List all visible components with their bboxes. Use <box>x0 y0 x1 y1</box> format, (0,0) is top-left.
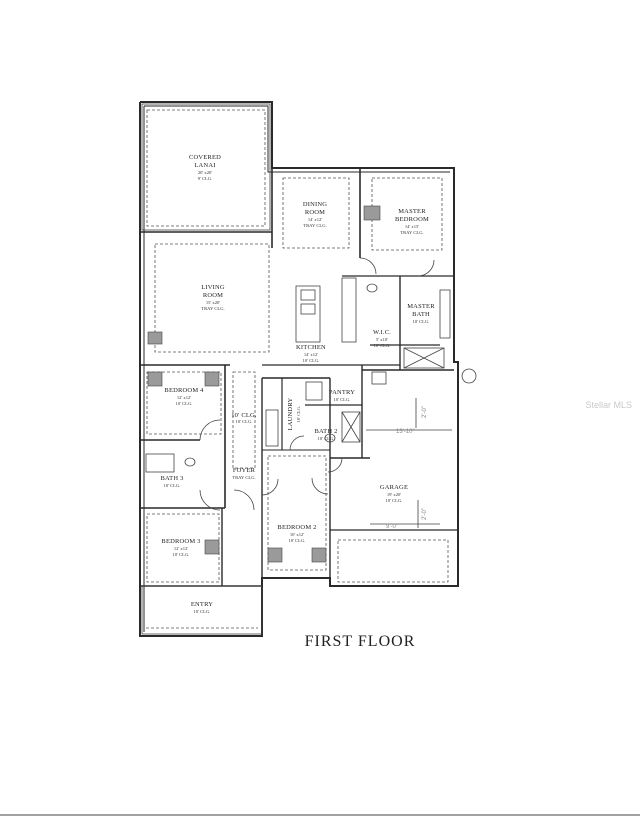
foyer-ceiling: TRAY CLG. <box>232 475 255 480</box>
garage-ceiling: 10' CLG. <box>386 498 403 503</box>
bath2-ceiling: 10' CLG. <box>318 436 335 441</box>
garage-dimensions: 13'-10" 9'-0" 2'-0" 2'-0" <box>366 398 452 530</box>
bath2-label: BATH 2 <box>314 428 337 435</box>
lanai-ceiling: 9' CLG. <box>198 176 213 181</box>
laundry-label: LAUNDRY <box>287 397 294 430</box>
kitchen-island <box>295 277 357 343</box>
dining-label-2: ROOM <box>305 209 325 216</box>
hall-ceiling: 10' CLG. <box>236 419 253 424</box>
garage-depth-1: 2'-0" <box>422 406 428 418</box>
bedroom4-label: BEDROOM 4 <box>164 387 204 394</box>
interior-walls <box>140 168 458 587</box>
master-bedroom-label: MASTER <box>398 208 426 215</box>
master-bath-ceiling: 10' CLG. <box>413 319 430 324</box>
bedroom4-dim: 12' x12' <box>177 395 191 400</box>
master-bath-label: MASTER <box>407 303 435 310</box>
dining-ceiling: TRAY CLG. <box>303 223 326 228</box>
lanai-area <box>141 103 271 231</box>
pantry-ceiling: 10' CLG. <box>334 397 351 402</box>
watermark: Stellar MLS <box>585 400 632 410</box>
garage-width-top: 13'-10" <box>396 429 415 435</box>
living-label-2: ROOM <box>203 292 223 299</box>
lanai-dim: 20' x20' <box>198 170 212 175</box>
living-ceiling: TRAY CLG. <box>201 306 224 311</box>
pantry-label: PANTRY <box>329 389 355 396</box>
wic-ceiling: 10' CLG. <box>374 343 391 348</box>
wic-dim: 5' x10' <box>376 337 388 342</box>
fixtures <box>145 205 477 563</box>
entry-label: ENTRY <box>191 601 213 608</box>
wic-label: W.I.C. <box>373 329 391 336</box>
dining-label: DINING <box>303 201 327 208</box>
laundry-ceiling: 10' CLG. <box>296 406 301 423</box>
bedroom2-label: BEDROOM 2 <box>277 524 316 531</box>
kitchen-label: KITCHEN <box>296 344 326 351</box>
kitchen-ceiling: 10' CLG. <box>303 358 320 363</box>
master-bath-label-2: BATH <box>412 311 430 318</box>
master-bedroom-dim: 14' x15' <box>405 224 419 229</box>
entry-ceiling: 10' CLG. <box>194 609 211 614</box>
garage-width-bottom: 9'-0" <box>386 524 398 530</box>
bedroom3-label: BEDROOM 3 <box>161 538 200 545</box>
entry-porch <box>141 585 263 635</box>
master-bedroom-ceiling: TRAY CLG. <box>400 230 423 235</box>
bedroom2-ceiling: 10' CLG. <box>289 538 306 543</box>
lanai-label-2: LANAI <box>194 162 215 169</box>
bedroom4-ceiling: 10' CLG. <box>176 401 193 406</box>
lanai-label: COVERED <box>189 154 221 161</box>
bedroom3-ceiling: 10' CLG. <box>173 552 190 557</box>
master-bedroom-label-2: BEDROOM <box>395 216 429 223</box>
kitchen-dim: 14' x12' <box>304 352 318 357</box>
ceiling-outlines <box>146 177 449 583</box>
bath3-ceiling: 10' CLG. <box>164 483 181 488</box>
room-labels: COVERED LANAI 20' x20' 9' CLG. DINING RO… <box>160 154 435 614</box>
garage-depth-2: 2'-0" <box>422 508 428 520</box>
bedroom2-dim: 10' x12' <box>290 532 304 537</box>
foyer-label: FOYER <box>233 467 256 474</box>
garage-dim: 19' x20' <box>387 492 401 497</box>
hall-ceiling-label: 10' CLG. <box>231 412 257 419</box>
living-label: LIVING <box>201 284 225 291</box>
garage-label: GARAGE <box>380 484 408 491</box>
floor-title: FIRST FLOOR <box>305 633 416 650</box>
door-swings <box>199 257 435 511</box>
bedroom3-dim: 12' x12' <box>174 546 188 551</box>
living-dim: 15' x20' <box>206 300 220 305</box>
dining-dim: 14' x12' <box>308 217 322 222</box>
bath3-label: BATH 3 <box>160 475 183 482</box>
